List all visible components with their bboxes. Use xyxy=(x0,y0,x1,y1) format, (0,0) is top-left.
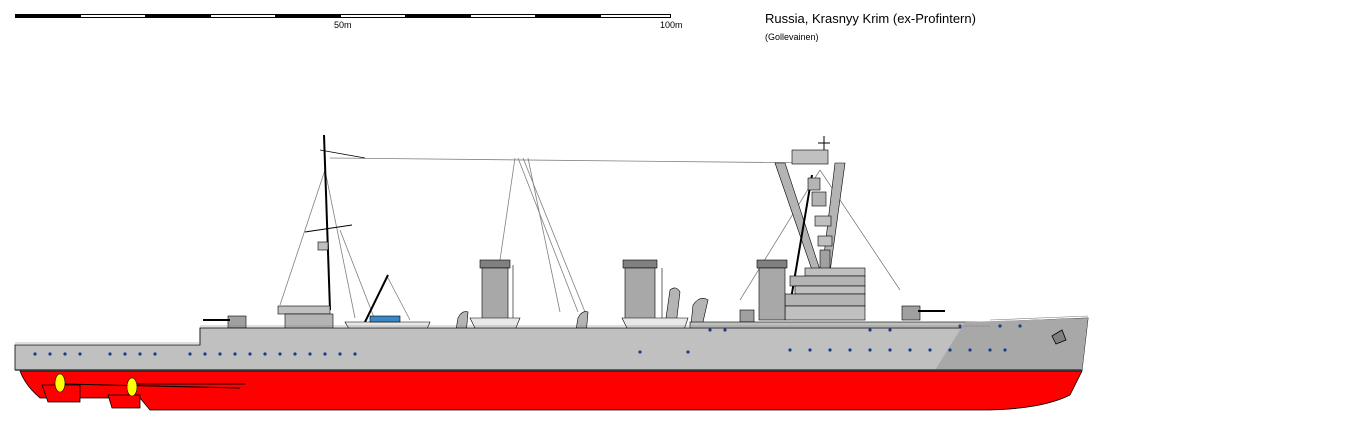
propeller-icon xyxy=(126,377,138,397)
hull-underwater xyxy=(19,370,1083,411)
fore-tripod-mast xyxy=(774,136,846,306)
drawing-title: Russia, Krasnyy Krim (ex-Profintern) xyxy=(765,11,976,26)
funnels xyxy=(479,259,788,321)
funnel-middle xyxy=(624,267,656,321)
deck-railing xyxy=(15,315,1089,344)
rigging-lines xyxy=(279,157,901,321)
funnel-cap xyxy=(622,259,658,269)
funnel-fore xyxy=(758,267,786,321)
anchor-hawse xyxy=(1051,329,1067,345)
main-mast xyxy=(304,134,389,323)
propeller-shafts xyxy=(64,383,245,389)
fire-control-top xyxy=(791,149,829,165)
bridge-superstructure xyxy=(784,267,866,321)
gun-mount-fore xyxy=(901,305,921,321)
scale-bar: 50m 100m xyxy=(15,12,683,32)
portholes xyxy=(33,324,1022,356)
scale-label-50m: 50m xyxy=(334,20,352,30)
rudder-skeg xyxy=(41,384,141,409)
funnel-cap xyxy=(479,259,511,269)
propellers xyxy=(54,373,138,397)
propeller-icon xyxy=(54,373,66,393)
funnel-aft xyxy=(481,267,509,321)
drawing-credit: (Gollevainen) xyxy=(765,32,819,42)
bow-shading xyxy=(935,318,1088,370)
funnel-cap xyxy=(756,259,788,269)
scale-segment xyxy=(600,14,671,18)
scale-label-100m: 100m xyxy=(660,20,683,30)
